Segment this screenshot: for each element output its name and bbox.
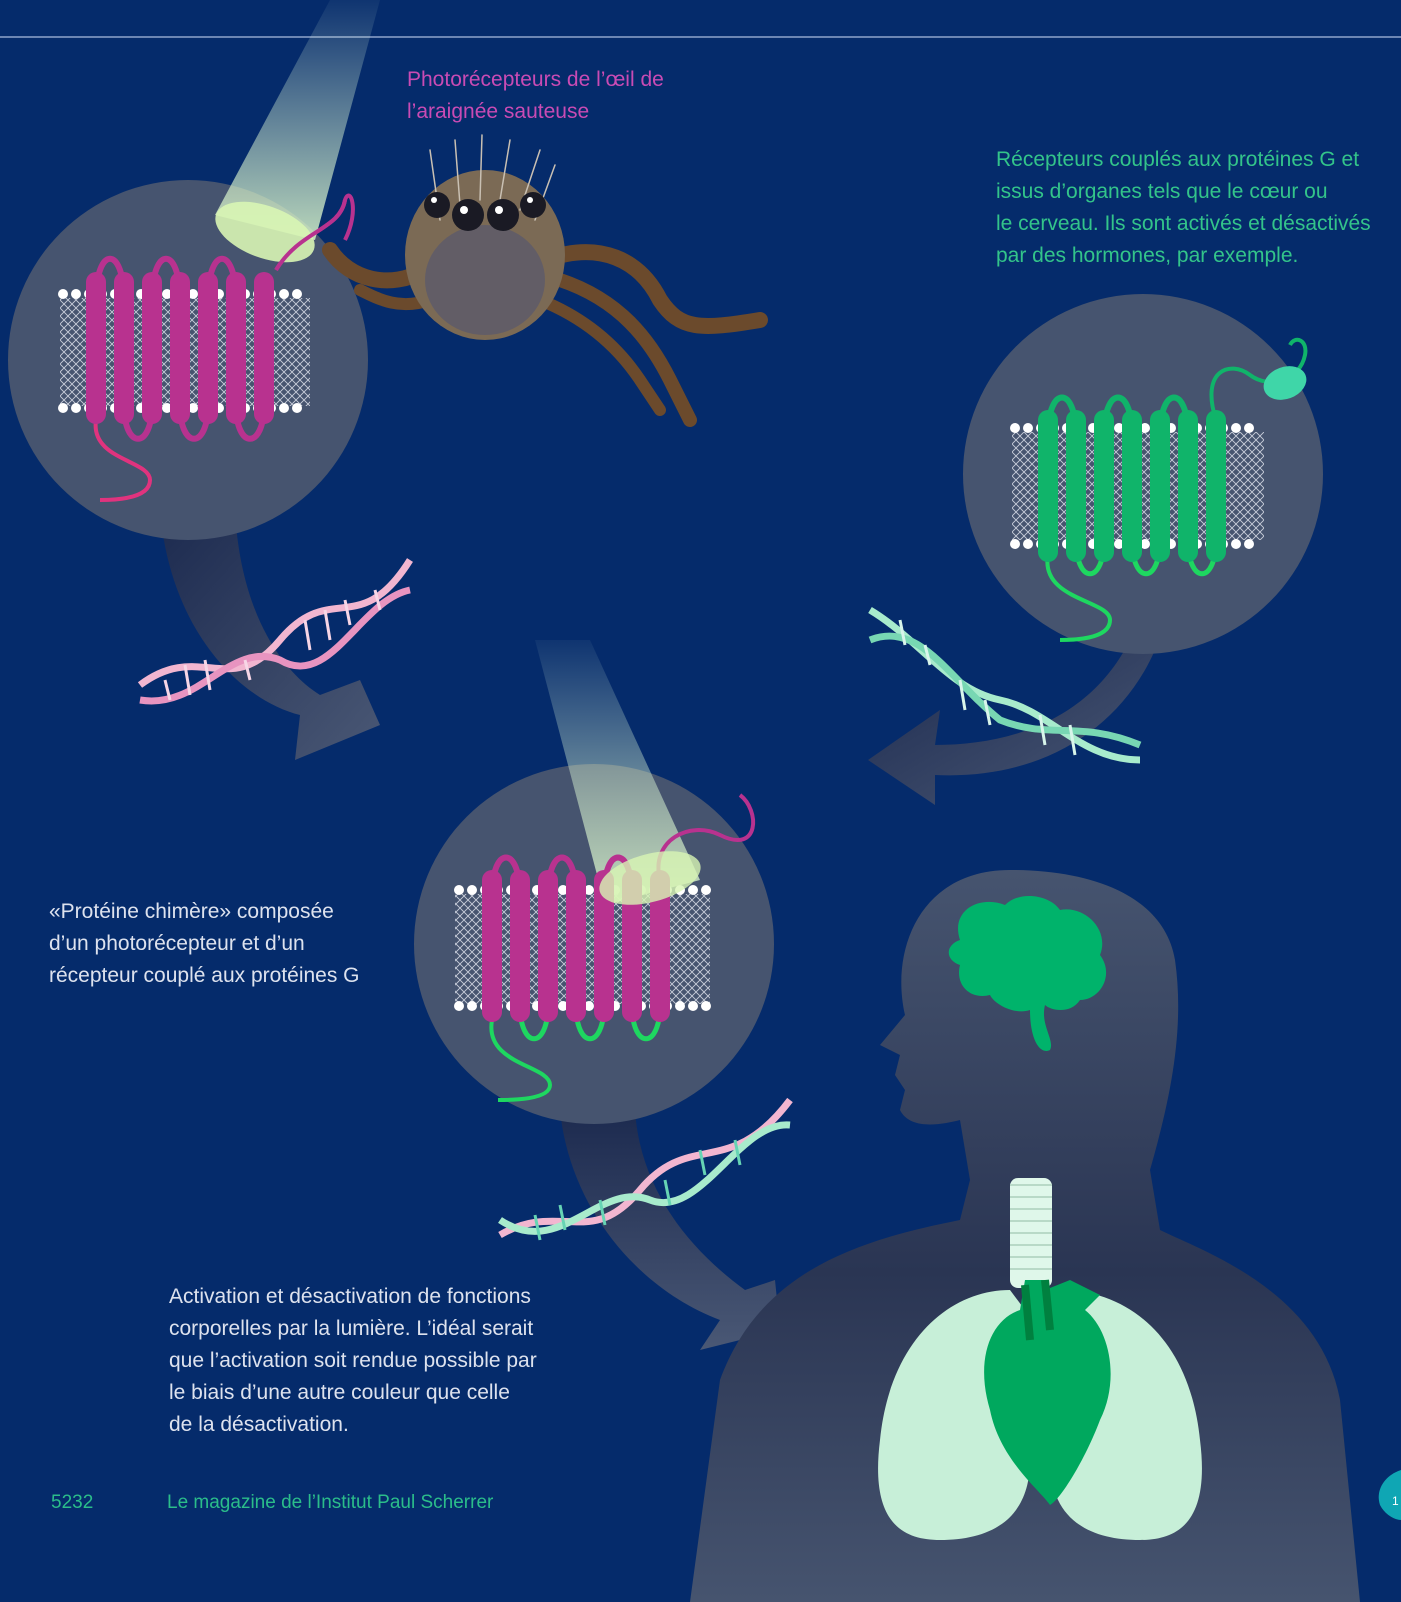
caption-line: d’un photorécepteur et d’un xyxy=(49,932,305,955)
activation-caption: Activation et désactivation de fonctions… xyxy=(169,1281,537,1441)
caption-line: récepteur couplé aux protéines G xyxy=(49,964,360,987)
human-silhouette xyxy=(690,870,1360,1602)
caption-line: que l’activation soit rendue possible pa… xyxy=(169,1349,537,1372)
corner-page-number: 1 xyxy=(1392,1494,1399,1508)
jumping-spider xyxy=(330,135,760,420)
caption-line: Activation et désactivation de fonctions xyxy=(169,1285,531,1308)
caption-line: par des hormones, par exemple. xyxy=(996,244,1298,267)
caption-line: issus d’organes tels que le cœur ou xyxy=(996,180,1328,203)
page-number: 5232 xyxy=(51,1492,93,1514)
caption-line: le cerveau. Ils sont activés et désactiv… xyxy=(996,212,1371,235)
caption-line: Récepteurs couplés aux protéines G et xyxy=(996,148,1359,171)
photoreceptor-caption: Photorécepteurs de l’œil de l’araignée s… xyxy=(407,64,664,128)
chimera-caption: «Protéine chimère» composée d’un photoré… xyxy=(49,896,360,992)
caption-line: Photorécepteurs de l’œil de xyxy=(407,68,664,91)
caption-line: «Protéine chimère» composée xyxy=(49,900,334,923)
caption-line: l’araignée sauteuse xyxy=(407,100,589,123)
magazine-title: Le magazine de l’Institut Paul Scherrer xyxy=(167,1492,493,1514)
gpcr-caption: Récepteurs couplés aux protéines G et is… xyxy=(996,144,1371,272)
caption-line: de la désactivation. xyxy=(169,1413,349,1436)
caption-line: le biais d’une autre couleur que celle xyxy=(169,1381,510,1404)
caption-line: corporelles par la lumière. L’idéal sera… xyxy=(169,1317,533,1340)
